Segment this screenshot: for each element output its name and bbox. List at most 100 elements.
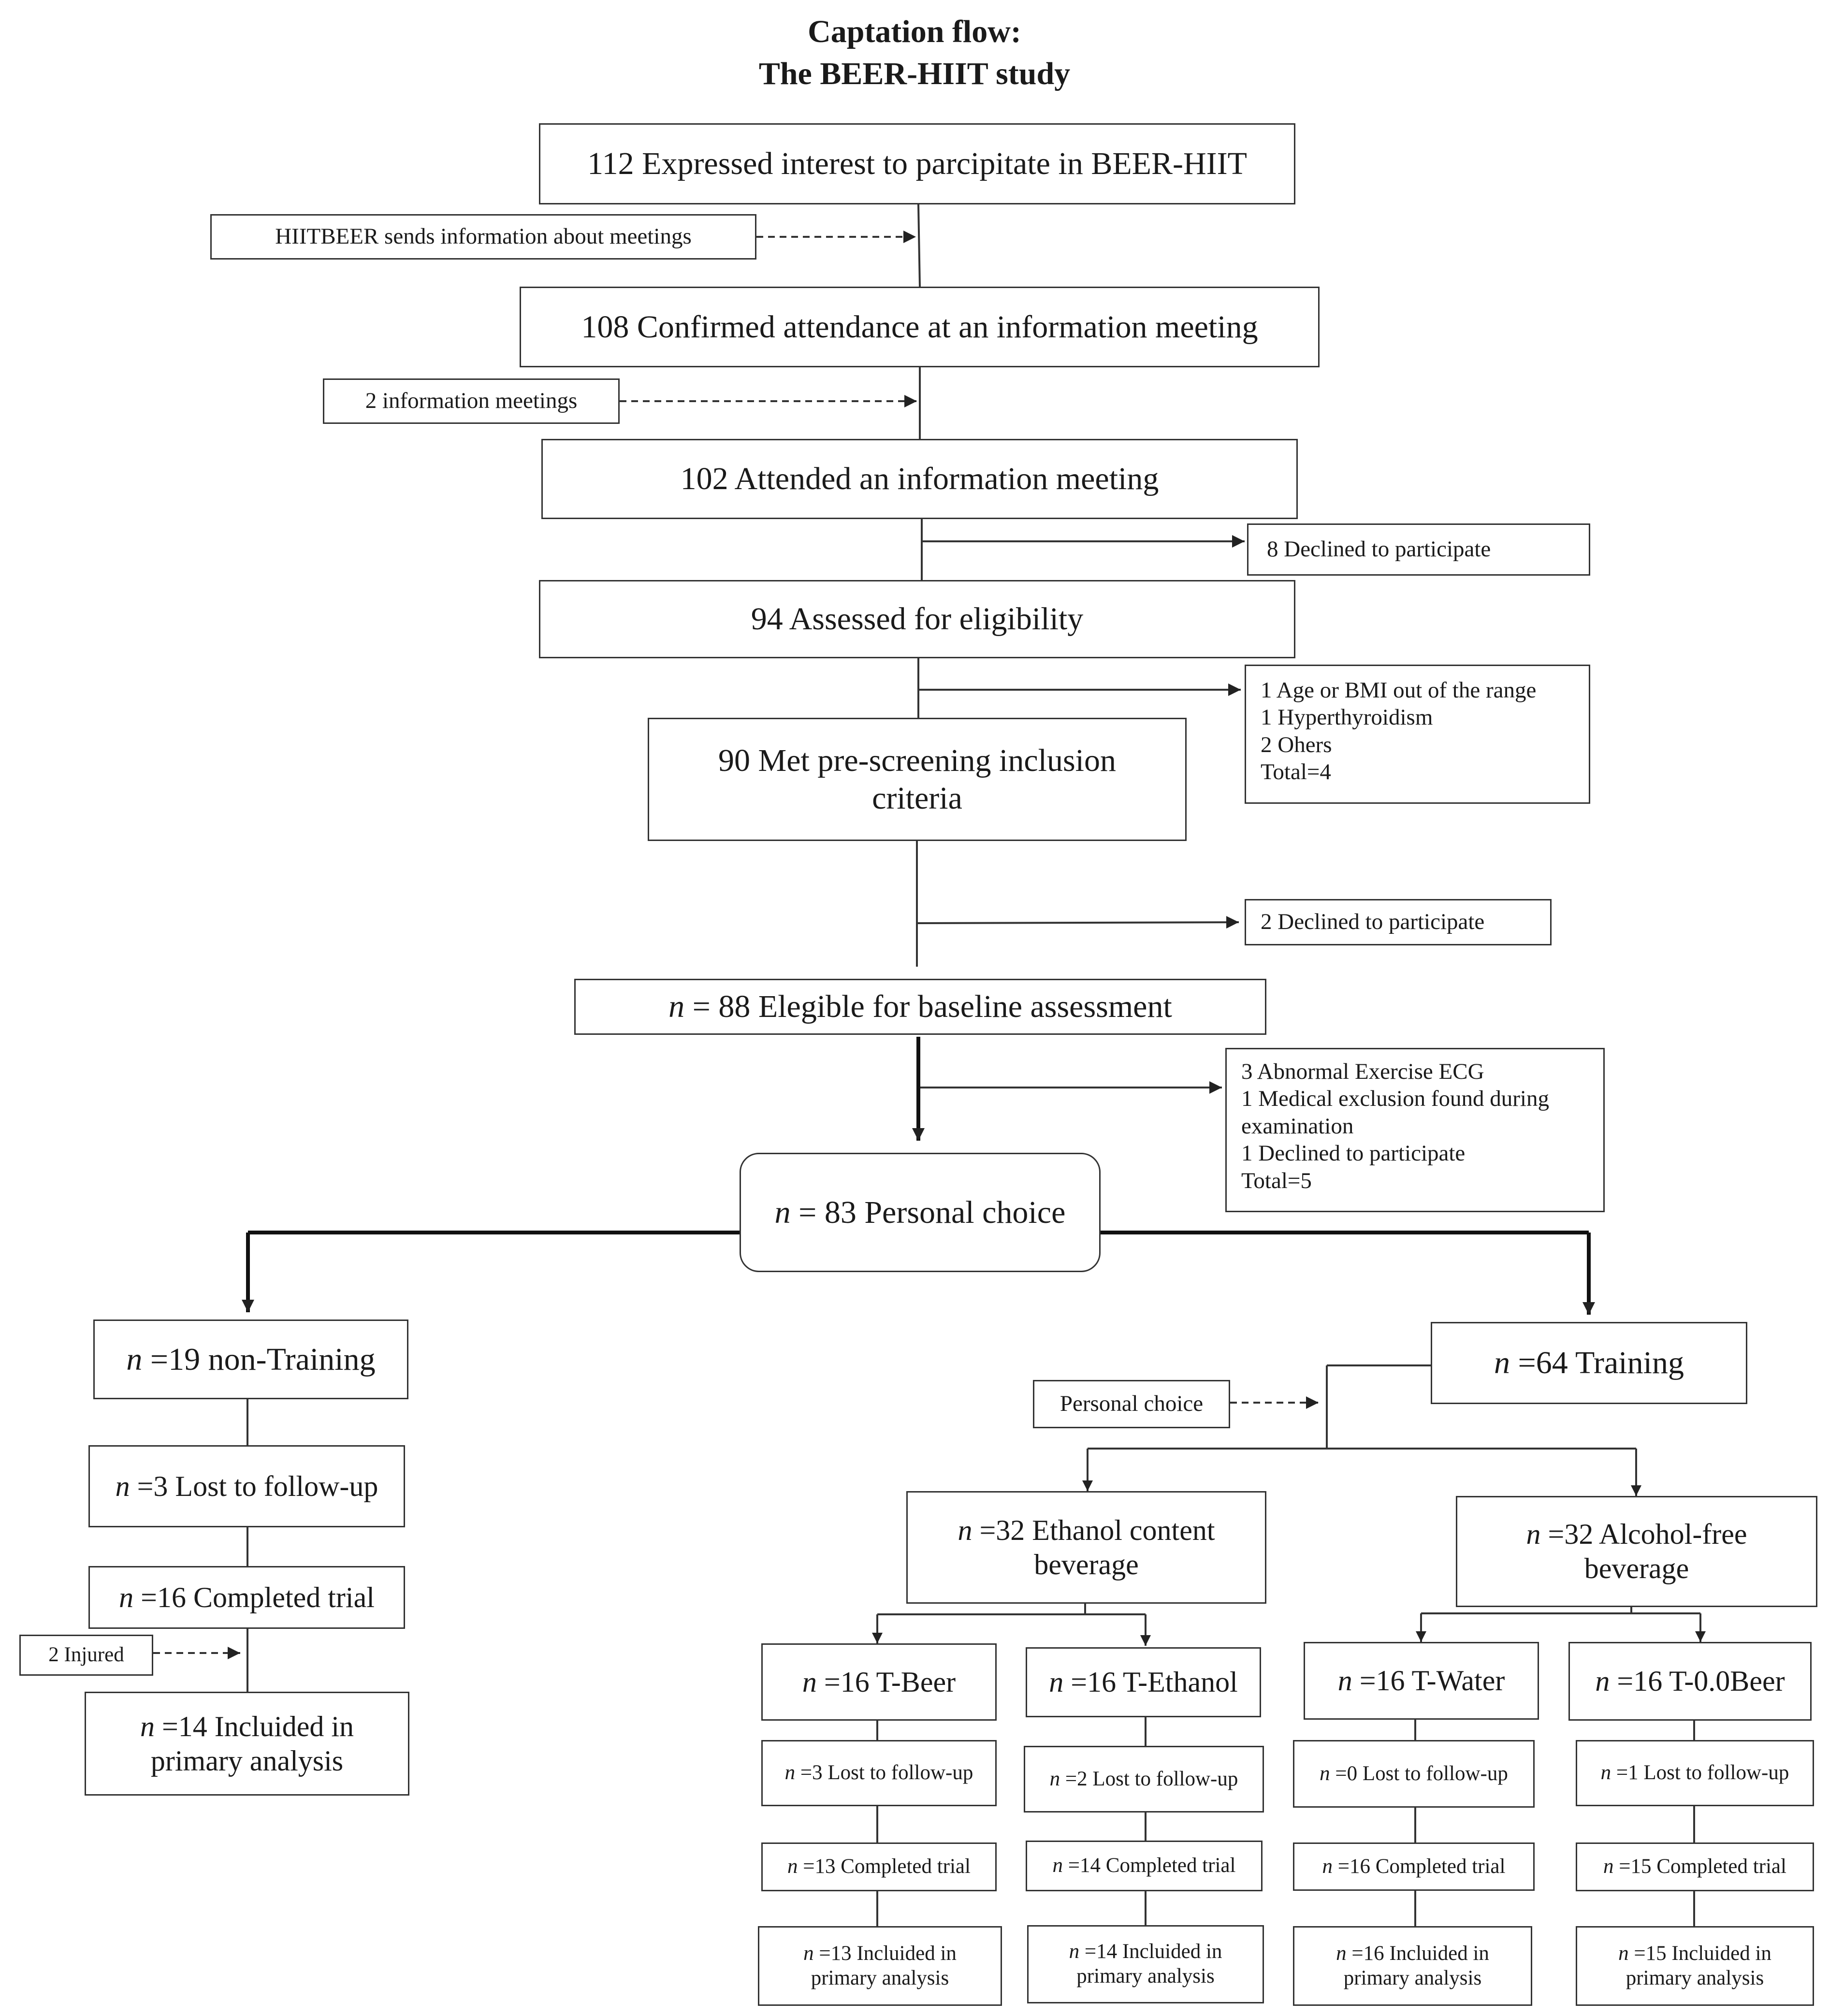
- ethanol-content-box: n =32 Ethanol content beverage: [906, 1491, 1266, 1604]
- t-00beer-lost-text: =1 Lost to follow-up: [1616, 1761, 1789, 1784]
- title-line-1: Captation flow:: [808, 14, 1021, 49]
- n-symbol: n: [1336, 1942, 1347, 1965]
- attended-meeting-box: 102 Attended an information meeting: [541, 439, 1298, 519]
- confirmed-attendance-text: 108 Confirmed attendance at an informati…: [581, 309, 1258, 345]
- training-text: =64 Training: [1518, 1345, 1684, 1381]
- non-training-included-line-1: =14 Incluided in: [161, 1710, 354, 1742]
- alcohol-free-box: n =32 Alcohol-free beverage: [1456, 1496, 1817, 1607]
- n-symbol: n: [126, 1341, 143, 1377]
- t-beer-included-line-1: =13 Incluided in: [819, 1942, 957, 1965]
- n-symbol: n: [1049, 1666, 1064, 1698]
- n-symbol: n: [1618, 1942, 1629, 1965]
- declined-8-box: 8 Declined to participate: [1247, 523, 1590, 576]
- n-symbol: n: [1322, 1855, 1333, 1878]
- arm-t-beer-text: =16 T-Beer: [824, 1666, 956, 1698]
- non-training-lost-box: n =3 Lost to follow-up: [88, 1445, 405, 1527]
- n-symbol: n: [802, 1666, 817, 1698]
- attended-meeting-text: 102 Attended an information meeting: [680, 461, 1159, 497]
- sends-information-text: HIITBEER sends information about meeting…: [275, 224, 692, 249]
- t-ethanol-included-line-1: =14 Incluided in: [1084, 1940, 1222, 1963]
- arm-t-00beer-box: n =16 T-0.0Beer: [1568, 1642, 1812, 1721]
- baseline-excluded-1: 3 Abnormal Exercise ECG: [1241, 1059, 1484, 1084]
- n-symbol: n: [1052, 1854, 1063, 1877]
- arm-t-00beer-text: =16 T-0.0Beer: [1617, 1665, 1785, 1697]
- excluded-reason-3: 2 Ohers: [1261, 732, 1332, 757]
- met-inclusion-box: 90 Met pre-screening inclusion criteria: [648, 718, 1187, 841]
- t-ethanol-lost-text: =2 Lost to follow-up: [1065, 1767, 1238, 1790]
- training-personal-choice-text: Personal choice: [1060, 1391, 1204, 1417]
- non-training-included-line-2: primary analysis: [150, 1744, 344, 1777]
- personal-choice-box: n = 83 Personal choice: [740, 1153, 1101, 1272]
- t-water-lost-text: =0 Lost to follow-up: [1335, 1762, 1508, 1785]
- n-symbol: n: [1069, 1940, 1080, 1963]
- arm-t-beer-box: n =16 T-Beer: [761, 1643, 997, 1721]
- met-inclusion-line-1: 90 Met pre-screening inclusion: [718, 742, 1116, 778]
- t-water-included-box: n =16 Incluided in primary analysis: [1293, 1926, 1532, 2006]
- baseline-excluded-total: Total=5: [1241, 1168, 1312, 1193]
- declined-2-box: 2 Declined to participate: [1245, 899, 1552, 945]
- ethanol-content-line-1: =32 Ethanol content: [979, 1514, 1215, 1546]
- non-training-completed-box: n =16 Completed trial: [88, 1566, 405, 1629]
- ethanol-content-line-2: beverage: [1034, 1548, 1139, 1581]
- n-symbol: n: [774, 1194, 791, 1230]
- t-00beer-included-line-1: =15 Incluided in: [1634, 1942, 1771, 1965]
- non-training-included-box: n =14 Incluided in primary analysis: [85, 1692, 409, 1796]
- met-inclusion-line-2: criteria: [872, 780, 962, 816]
- arm-t-ethanol-box: n =16 T-Ethanol: [1026, 1647, 1261, 1717]
- t-beer-included-box: n =13 Incluided in primary analysis: [758, 1926, 1002, 2006]
- t-water-lost-box: n =0 Lost to follow-up: [1293, 1740, 1535, 1808]
- n-symbol: n: [1320, 1762, 1330, 1785]
- t-beer-completed-text: =13 Completed trial: [803, 1855, 971, 1878]
- baseline-excluded-3: examination: [1241, 1113, 1354, 1139]
- excluded-reason-2: 1 Hyperthyroidism: [1261, 705, 1433, 730]
- t-water-completed-box: n =16 Completed trial: [1293, 1842, 1535, 1891]
- baseline-excluded-2: 1 Medical exclusion found during: [1241, 1086, 1549, 1112]
- t-beer-included-line-2: primary analysis: [811, 1966, 949, 1989]
- t-water-included-line-1: =16 Incluided in: [1351, 1942, 1489, 1965]
- alcohol-free-line-2: beverage: [1584, 1552, 1689, 1584]
- t-00beer-completed-text: =15 Completed trial: [1619, 1855, 1786, 1878]
- baseline-excluded-box: 3 Abnormal Exercise ECG 1 Medical exclus…: [1225, 1048, 1605, 1212]
- n-symbol: n: [1049, 1767, 1060, 1790]
- n-symbol: n: [115, 1470, 130, 1502]
- information-meetings-text: 2 information meetings: [365, 388, 578, 414]
- title-line-2: The BEER-HIIT study: [758, 56, 1071, 92]
- t-water-completed-text: =16 Completed trial: [1337, 1855, 1506, 1878]
- t-ethanol-lost-box: n =2 Lost to follow-up: [1024, 1746, 1264, 1813]
- baseline-excluded-4: 1 Declined to participate: [1241, 1141, 1466, 1166]
- excluded-reasons-box: 1 Age or BMI out of the range 1 Hyperthy…: [1245, 665, 1590, 804]
- non-training-box: n =19 non-Training: [93, 1320, 408, 1399]
- personal-choice-text: = 83 Personal choice: [798, 1194, 1066, 1230]
- t-ethanol-completed-text: =14 Completed trial: [1068, 1854, 1236, 1877]
- assessed-eligibility-text: 94 Assessed for eligibility: [751, 601, 1084, 637]
- arm-t-ethanol-text: =16 T-Ethanol: [1071, 1666, 1238, 1698]
- eligible-baseline-text: = 88 Elegible for baseline assessment: [692, 989, 1172, 1025]
- n-symbol: n: [668, 989, 685, 1025]
- confirmed-attendance-box: 108 Confirmed attendance at an informati…: [520, 287, 1320, 367]
- injured-box: 2 Injured: [19, 1635, 153, 1676]
- n-symbol: n: [1337, 1665, 1352, 1697]
- arm-t-water-text: =16 T-Water: [1359, 1665, 1505, 1697]
- n-symbol: n: [1595, 1665, 1610, 1697]
- declined-2-text: 2 Declined to participate: [1261, 909, 1485, 935]
- t-00beer-included-box: n =15 Incluided in primary analysis: [1576, 1926, 1814, 2006]
- injured-text: 2 Injured: [48, 1643, 124, 1667]
- t-00beer-completed-box: n =15 Completed trial: [1576, 1842, 1814, 1891]
- n-symbol: n: [784, 1761, 796, 1784]
- excluded-reason-1: 1 Age or BMI out of the range: [1261, 678, 1537, 703]
- n-symbol: n: [119, 1581, 134, 1613]
- eligible-baseline-box: n = 88 Elegible for baseline assessment: [574, 979, 1266, 1035]
- t-beer-completed-box: n =13 Completed trial: [761, 1842, 997, 1891]
- alcohol-free-line-1: =32 Alcohol-free: [1548, 1518, 1747, 1551]
- t-ethanol-included-box: n =14 Incluided in primary analysis: [1027, 1925, 1264, 2003]
- information-meetings-box: 2 information meetings: [323, 378, 620, 424]
- training-box: n =64 Training: [1431, 1322, 1747, 1404]
- n-symbol: n: [1603, 1855, 1614, 1878]
- non-training-completed-text: =16 Completed trial: [141, 1581, 375, 1613]
- t-beer-lost-text: =3 Lost to follow-up: [800, 1761, 973, 1784]
- training-personal-choice-box: Personal choice: [1033, 1380, 1230, 1428]
- t-water-included-line-2: primary analysis: [1343, 1966, 1482, 1989]
- n-symbol: n: [1494, 1345, 1510, 1381]
